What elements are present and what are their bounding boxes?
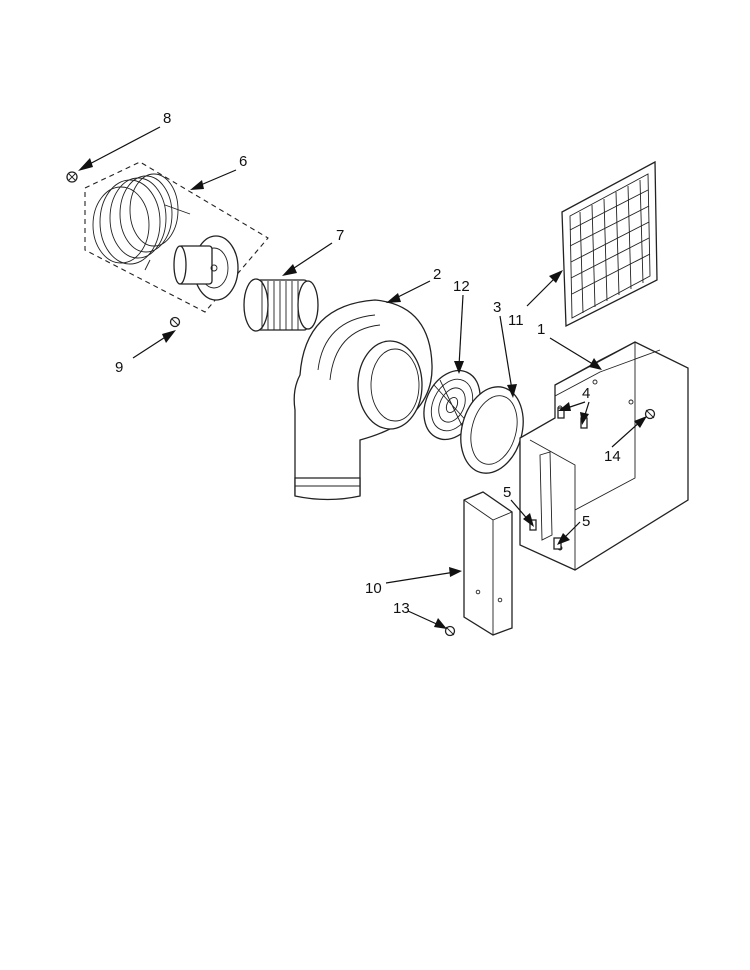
callout-2: 2 [433, 266, 441, 283]
callout-1: 1 [537, 321, 545, 338]
callout-labels: 1 2 3 4 5 5 6 7 8 9 10 11 12 13 14 [115, 110, 621, 617]
callout-8: 8 [163, 110, 171, 127]
callout-9: 9 [115, 359, 123, 376]
leader-lines [78, 126, 647, 629]
part-1-cabinet [519, 341, 689, 571]
callout-5a: 5 [503, 484, 511, 501]
callout-10: 10 [365, 580, 382, 597]
callout-6: 6 [239, 153, 247, 170]
callout-11: 11 [508, 312, 524, 329]
callout-7: 7 [336, 227, 344, 244]
part-10-plate [463, 491, 513, 636]
callout-13: 13 [393, 600, 410, 617]
part-11-filter [561, 160, 658, 328]
callout-12: 12 [453, 278, 470, 295]
part-14-screw [644, 408, 656, 420]
heater-coil [92, 173, 191, 271]
part-13-screw [444, 625, 456, 637]
callout-14: 14 [604, 448, 621, 465]
part-7-blower-wheel [243, 278, 319, 332]
callout-5b: 5 [582, 513, 590, 530]
part-2-blower-housing [293, 299, 433, 501]
part-9-screw [169, 316, 181, 328]
heater-housing [173, 235, 239, 301]
callout-4: 4 [582, 385, 590, 402]
callout-3: 3 [493, 299, 501, 316]
part-8-screw [66, 171, 78, 183]
part-6-heater-assembly [84, 161, 269, 313]
